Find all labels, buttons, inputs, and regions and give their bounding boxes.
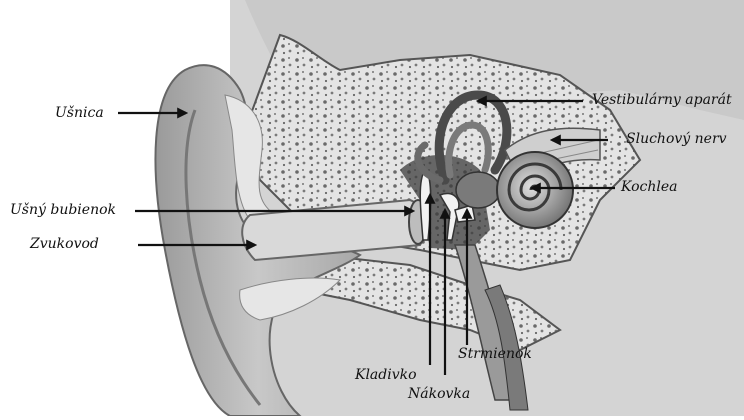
label-stapes: Strmienok xyxy=(458,346,532,362)
label-incus: Nákovka xyxy=(408,386,470,402)
label-ear-canal: Zvukovod xyxy=(30,236,99,252)
label-eardrum: Ušný bubienok xyxy=(10,202,116,218)
label-vestibular-apparatus: Vestibulárny aparát xyxy=(592,92,732,108)
label-usnica: Ušnica xyxy=(55,105,104,121)
label-malleus: Kladivko xyxy=(355,367,417,383)
vestibule xyxy=(456,172,500,208)
label-cochlea: Kochlea xyxy=(621,179,677,195)
label-auditory-nerve: Sluchový nerv xyxy=(626,131,727,147)
